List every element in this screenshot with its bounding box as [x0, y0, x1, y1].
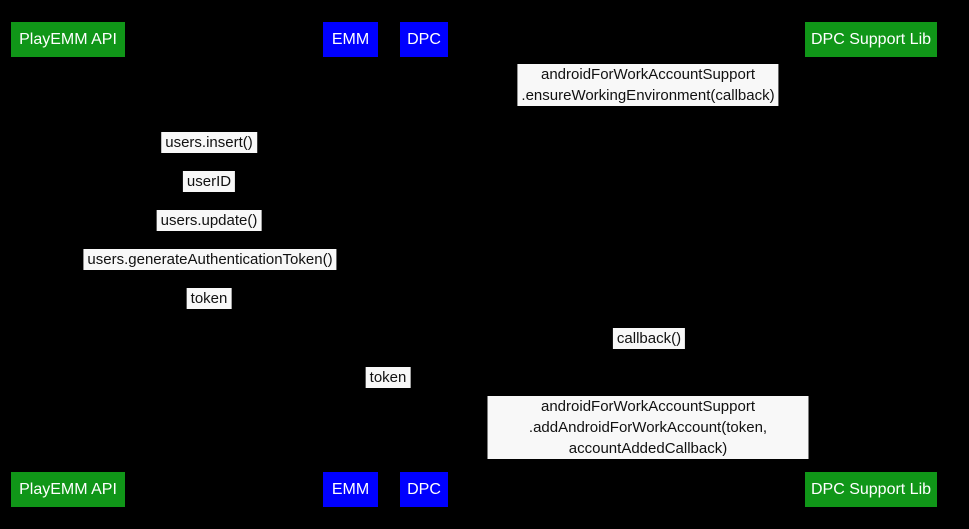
message-token-to-playemm: token — [186, 288, 232, 309]
participant-dpc-top: DPC — [400, 22, 448, 57]
participant-emm-bottom: EMM — [323, 472, 378, 507]
message-users-insert: users.insert() — [161, 132, 257, 153]
participant-dpc-support-lib-top: DPC Support Lib — [805, 22, 937, 57]
message-token-to-dpc: token — [365, 367, 411, 388]
participant-playemm-api-bottom: PlayEMM API — [11, 472, 125, 507]
participant-dpc-support-lib-bottom: DPC Support Lib — [805, 472, 937, 507]
message-users-generate-authentication-token: users.generateAuthenticationToken() — [83, 249, 337, 270]
participant-emm-top: EMM — [323, 22, 378, 57]
message-user-id: userID — [182, 171, 236, 192]
message-users-update: users.update() — [156, 210, 262, 231]
lifeline-emm — [350, 57, 351, 472]
message-callback: callback() — [612, 328, 686, 349]
message-ensure-working-environment: androidForWorkAccountSupport .ensureWork… — [517, 64, 779, 106]
lifeline-playemm-api — [68, 57, 69, 472]
message-add-android-for-work-account: androidForWorkAccountSupport .addAndroid… — [487, 396, 809, 459]
lifeline-dpc-support-lib — [870, 57, 871, 472]
participant-dpc-bottom: DPC — [400, 472, 448, 507]
lifeline-dpc — [424, 57, 425, 472]
participant-playemm-api-top: PlayEMM API — [11, 22, 125, 57]
